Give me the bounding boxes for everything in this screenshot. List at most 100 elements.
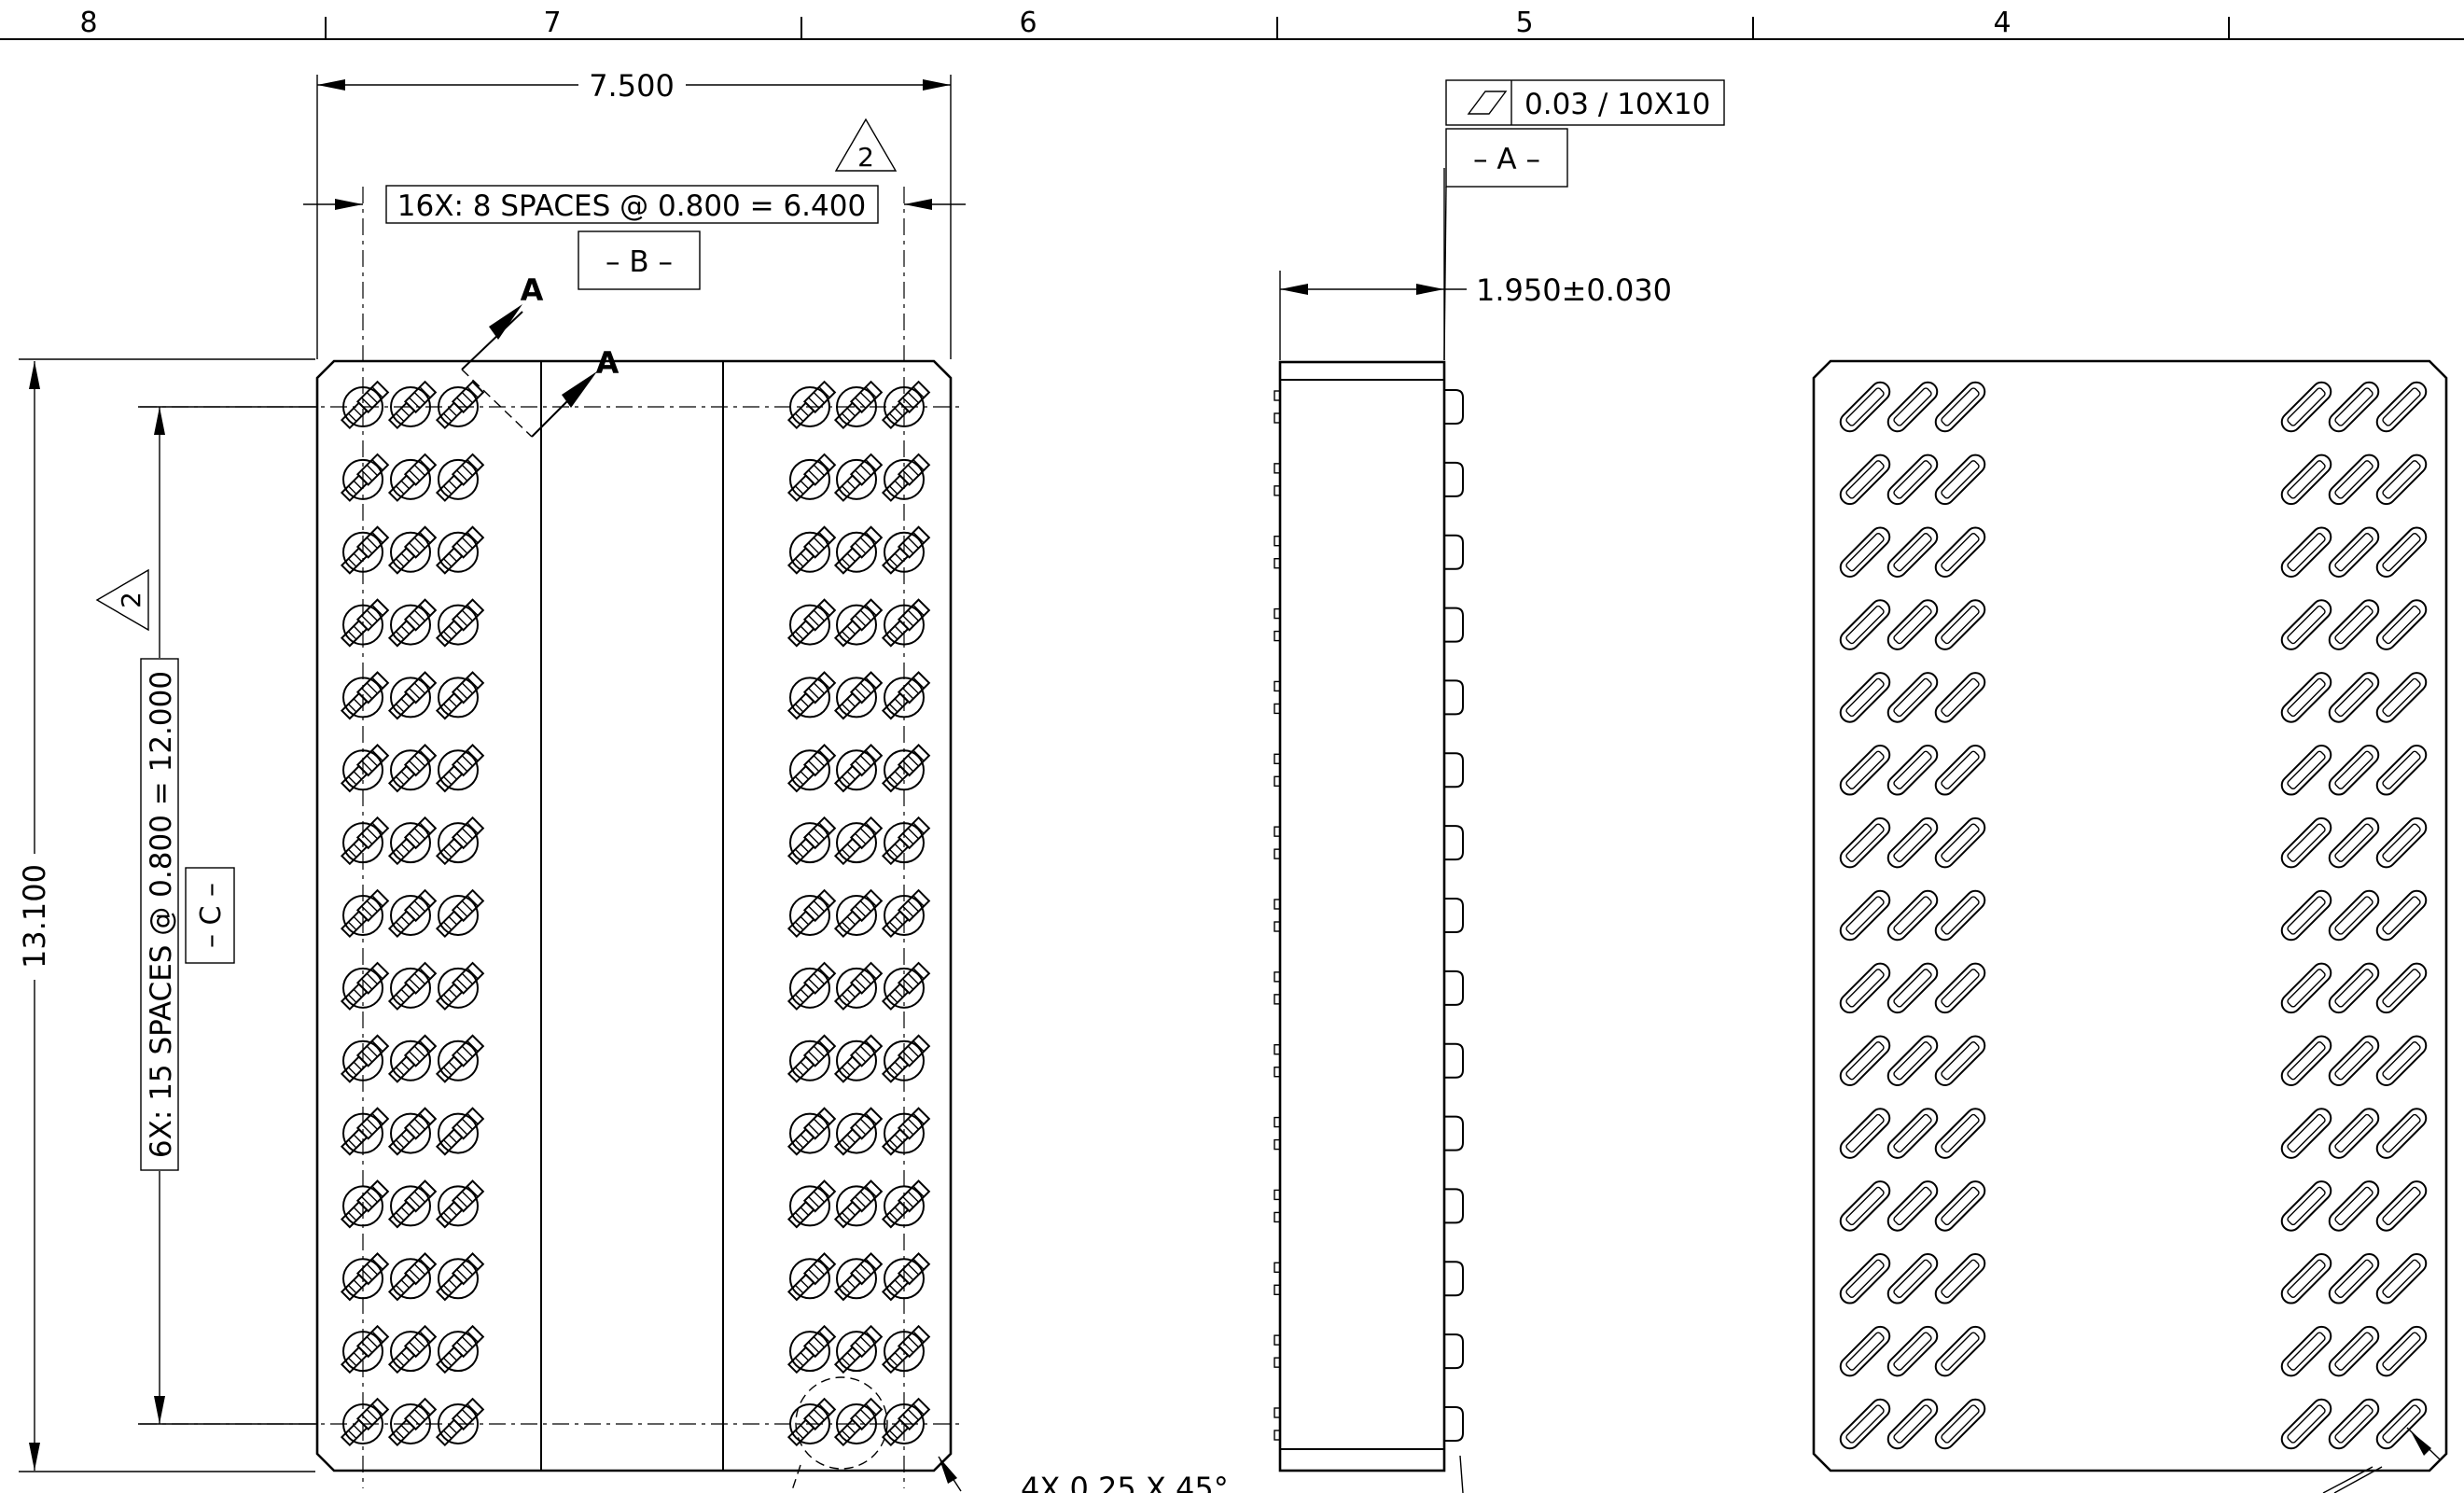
datum-b-frame <box>578 230 701 290</box>
zone-label-5: 5 <box>1515 7 1533 39</box>
pad-icon <box>2372 523 2431 582</box>
side-tooth <box>1274 1189 1281 1201</box>
pin-icon <box>434 1398 484 1448</box>
pin-icon <box>339 1179 389 1230</box>
pad-icon <box>2372 450 2431 509</box>
pad-icon <box>1930 740 1990 800</box>
detail-circle <box>795 1376 888 1470</box>
pad-icon <box>2276 813 2336 872</box>
pad-icon <box>1883 1394 1942 1454</box>
pin-icon <box>434 744 484 794</box>
pin-icon <box>386 1034 437 1084</box>
side-tooth <box>1274 536 1281 547</box>
side-tooth <box>1274 703 1281 715</box>
pin-icon <box>786 671 836 721</box>
zone-label-8: 8 <box>79 7 97 39</box>
pin-icon <box>339 381 389 431</box>
pad-icon <box>1883 1321 1942 1381</box>
pin-icon <box>339 889 389 940</box>
pin-icon <box>832 889 883 940</box>
pad-icon <box>1930 450 1990 509</box>
side-tooth <box>1274 1357 1281 1368</box>
pin-icon <box>386 889 437 940</box>
svg-text:2: 2 <box>116 592 146 608</box>
side-tooth <box>1274 1116 1281 1128</box>
side-tooth <box>1274 1407 1281 1418</box>
pad-icon <box>2324 1177 2384 1235</box>
pitch-x-callout: 16X: 8 SPACES @ 0.800 = 6.400 – B – <box>303 185 966 290</box>
pin-icon <box>339 1398 389 1448</box>
pin-icon <box>386 598 437 649</box>
pad-icon <box>2276 1394 2336 1454</box>
pad-icon <box>1883 886 1942 945</box>
pad-icon <box>1835 450 1895 509</box>
side-bump <box>1444 1333 1464 1370</box>
pad-icon <box>2324 668 2384 727</box>
pin-icon <box>786 381 836 431</box>
side-bump <box>1444 1261 1464 1297</box>
pad-icon <box>2324 1031 2384 1091</box>
zone-label-7: 7 <box>543 7 561 39</box>
pad-icon <box>1883 813 1942 872</box>
pin-icon <box>386 961 437 1012</box>
section-cut-a: A A <box>461 272 619 438</box>
pad-icon <box>1930 1031 1990 1091</box>
pin-icon <box>832 1034 883 1084</box>
pad-icon <box>2276 595 2336 654</box>
pad-icon <box>1930 813 1990 872</box>
bottom-view-outline <box>1812 359 2448 1472</box>
pin-icon <box>880 1252 930 1303</box>
bottom-view <box>1812 359 2448 1493</box>
pin-icon <box>339 671 389 721</box>
pin-icon <box>339 744 389 794</box>
pad-icon <box>2276 1031 2336 1091</box>
side-tooth <box>1274 607 1281 620</box>
pad-icon <box>1930 523 1990 582</box>
pin-icon <box>786 453 836 503</box>
pad-icon <box>2324 813 2384 872</box>
pad-icon <box>1835 377 1895 437</box>
pad-icon <box>1835 1177 1895 1235</box>
pad-icon <box>1835 668 1895 727</box>
pad-icon <box>1930 958 1990 1018</box>
pin-icon <box>880 1179 930 1230</box>
datum-a-text: – A – <box>1473 143 1540 176</box>
side-view-body <box>1278 360 1446 1472</box>
side-tooth <box>1274 1284 1281 1295</box>
pin-icon <box>786 1252 836 1303</box>
datum-b-text: – B – <box>606 245 673 279</box>
pad-icon <box>2372 377 2431 437</box>
pitch-y-callout: 6X: 15 SPACES @ 0.800 = 12.000 – C – <box>138 406 317 1425</box>
pad-icon <box>2324 740 2384 800</box>
side-tooth <box>1274 390 1281 401</box>
pad-icon <box>1930 668 1990 727</box>
zone-label-4: 4 <box>1993 7 2011 39</box>
pin-icon <box>386 744 437 794</box>
svg-text:2: 2 <box>857 142 874 173</box>
pad-icon <box>2372 813 2431 872</box>
side-tooth <box>1274 558 1281 569</box>
pin-icon <box>339 598 389 649</box>
pin-icon <box>880 453 930 503</box>
side-tooth <box>1274 485 1281 496</box>
pad-icon <box>1883 523 1942 582</box>
pad-icon <box>2324 523 2384 582</box>
width-dim-text: 7.500 <box>589 68 675 104</box>
side-bump <box>1444 607 1464 643</box>
pad-icon <box>1930 1249 1990 1308</box>
pin-icon <box>880 961 930 1012</box>
pin-icon <box>832 1325 883 1375</box>
pin-icon <box>832 1179 883 1230</box>
side-tooth <box>1274 899 1281 910</box>
side-bumps <box>1274 389 1464 1442</box>
pin-icon <box>880 671 930 721</box>
pin-icon <box>832 961 883 1012</box>
front-view: 7.500 2 16X: 8 SPACES @ 0.800 = 6.400 – … <box>17 68 1229 1493</box>
pin-icon <box>880 525 930 576</box>
pad-icon <box>2324 450 2384 509</box>
pad-icon <box>1883 1104 1942 1163</box>
pin-icon <box>386 1179 437 1230</box>
pad-icon <box>1930 377 1990 437</box>
side-tooth <box>1274 1211 1281 1223</box>
datum-c-frame <box>185 867 235 964</box>
